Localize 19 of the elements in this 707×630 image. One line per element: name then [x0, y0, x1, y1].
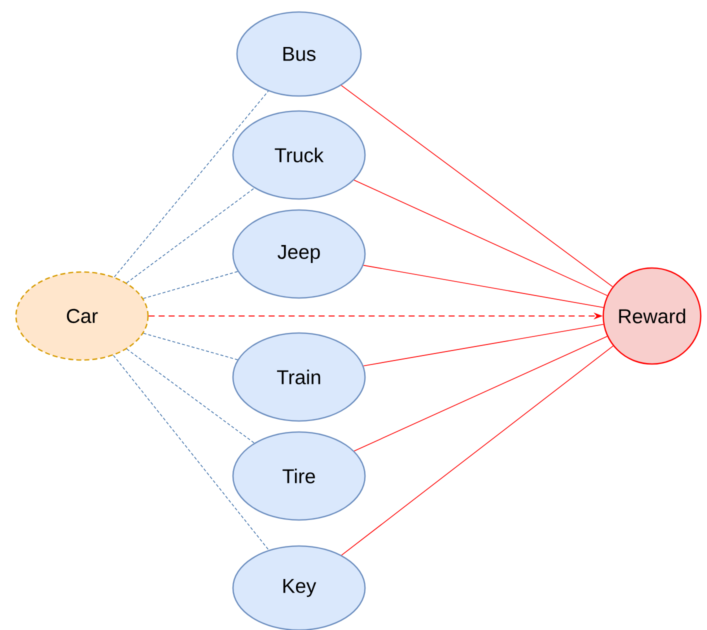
connector-line — [363, 324, 604, 366]
connector-line — [143, 332, 238, 360]
ellipse-node: Truck — [232, 110, 366, 200]
connector-line — [142, 271, 238, 299]
ellipse-node: Key — [232, 545, 366, 630]
connector-line — [126, 188, 255, 284]
connector-line — [354, 180, 608, 296]
connector-line — [354, 336, 608, 452]
connector-line — [341, 346, 614, 556]
ellipse-node: Jeep — [232, 209, 366, 299]
connector-line — [363, 264, 604, 308]
connector-line — [114, 90, 269, 278]
ellipse-node: Car — [15, 271, 149, 361]
ellipse-node: Tire — [232, 431, 366, 521]
ellipse-node: Train — [232, 332, 366, 422]
ellipse-node: Bus — [236, 11, 362, 97]
connector-line — [113, 354, 270, 550]
connector-line — [340, 85, 613, 288]
connector-line — [126, 348, 255, 444]
